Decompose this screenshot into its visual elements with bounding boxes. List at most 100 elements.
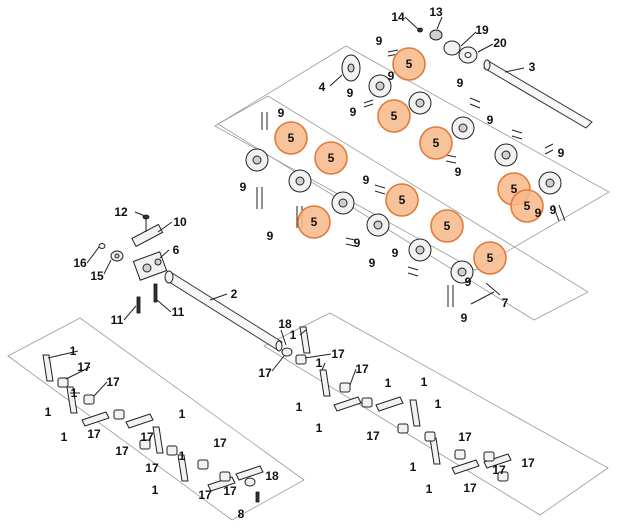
rotor-hub [331, 191, 355, 215]
spring-clip [345, 237, 356, 247]
spring-clip [552, 204, 566, 222]
part-number-label: 11 [172, 305, 185, 319]
part-number-label: 1 [290, 328, 297, 342]
rotor-hub [494, 143, 518, 167]
leader-line [156, 299, 172, 313]
highlight-circle [274, 121, 308, 155]
part-number-label: 18 [278, 317, 292, 331]
part-number-label: 9 [267, 229, 274, 243]
part-18-washer [244, 477, 256, 487]
leader-line [157, 221, 173, 233]
part-number-label: 8 [238, 507, 245, 521]
bushing [197, 459, 209, 470]
part-number-label: 18 [265, 469, 279, 483]
part-16-nut [98, 243, 106, 249]
rotor-hub [368, 74, 392, 98]
part-number-label: 1 [435, 397, 442, 411]
lever-arm [451, 459, 480, 475]
leader-line [321, 362, 326, 371]
lever-arm [42, 354, 54, 382]
lever-arm [152, 426, 164, 454]
part-number-label: 17 [331, 347, 345, 361]
part-4-end-plate [341, 54, 361, 82]
highlighted-part-label: 5 [328, 151, 335, 165]
part-number-label: 1 [296, 400, 303, 414]
part-number-label: 17 [198, 488, 212, 502]
highlight-circle [510, 189, 544, 223]
part-number-label: 4 [319, 80, 326, 94]
lever-arm [333, 396, 362, 412]
highlight-circle [385, 183, 419, 217]
lever-arm [483, 453, 512, 469]
bushing [497, 471, 509, 482]
part-number-label: 2 [231, 287, 238, 301]
leader-line [349, 368, 357, 386]
highlighted-part-label: 5 [391, 109, 398, 123]
bushing [483, 451, 495, 462]
part-11-bolt [136, 296, 141, 314]
part-18-washer [281, 347, 293, 357]
part-number-label: 9 [550, 203, 557, 217]
part-number-label: 6 [173, 243, 180, 257]
right-lever-plate [263, 312, 609, 516]
leader-line [477, 43, 494, 53]
highlighted-part-label: 5 [288, 131, 295, 145]
part-number-label: 9 [455, 165, 462, 179]
shafts [164, 59, 593, 352]
part-number-label: 9 [392, 246, 399, 260]
part-number-label: 1 [316, 421, 323, 435]
rotor-hub [245, 148, 269, 172]
part-number-label: 17 [366, 429, 380, 443]
leader-line [134, 211, 146, 217]
part-number-label: 10 [173, 215, 187, 229]
mounting-plates [7, 45, 610, 521]
lever-arm [81, 411, 110, 427]
leader-line [103, 259, 112, 275]
part-number-label: 17 [258, 366, 272, 380]
bushing [219, 471, 231, 482]
left-lever-plate [7, 317, 305, 521]
part-number-label: 17 [492, 463, 506, 477]
bushing [339, 382, 351, 393]
part-number-label: 1 [426, 482, 433, 496]
part-number-label: 1 [179, 407, 186, 421]
part-number-label: 1 [70, 344, 77, 358]
part-number-label: 9 [376, 34, 383, 48]
part-number-label: 17 [521, 456, 535, 470]
part-number-label: 14 [391, 10, 405, 24]
part-number-label: 1 [385, 376, 392, 390]
highlighted-part-label: 5 [487, 251, 494, 265]
part-number-label: 17 [213, 436, 227, 450]
rotor-hub [408, 238, 432, 262]
part-number-label: 1 [45, 405, 52, 419]
part-number-label: 1 [410, 460, 417, 474]
part-number-label: 20 [493, 36, 507, 50]
leader-line [329, 74, 343, 87]
spring-clip [447, 285, 454, 307]
part-number-label: 9 [457, 76, 464, 90]
part-number-label: 17 [223, 484, 237, 498]
part-number-label: 9 [347, 86, 354, 100]
top-hardware [341, 27, 478, 82]
bushing [295, 354, 307, 365]
part-number-label: 9 [558, 146, 565, 160]
spring-clips [256, 49, 566, 307]
part-number-label: 17 [77, 360, 91, 374]
part-number-label: 1 [152, 483, 159, 497]
highlighted-part-label: 5 [524, 199, 531, 213]
spring-clip [407, 266, 419, 277]
part-number-label: 9 [535, 206, 542, 220]
part-number-label: 1 [61, 430, 68, 444]
part-number-label: 1 [421, 375, 428, 389]
highlight-circle [419, 126, 453, 160]
leader-line [304, 353, 332, 359]
highlight-circle [297, 205, 331, 239]
bushing [166, 445, 178, 456]
leader-line [159, 249, 170, 259]
highlighted-part-label: 5 [399, 193, 406, 207]
part-number-label: 11 [111, 313, 124, 327]
leader-line [65, 366, 91, 380]
